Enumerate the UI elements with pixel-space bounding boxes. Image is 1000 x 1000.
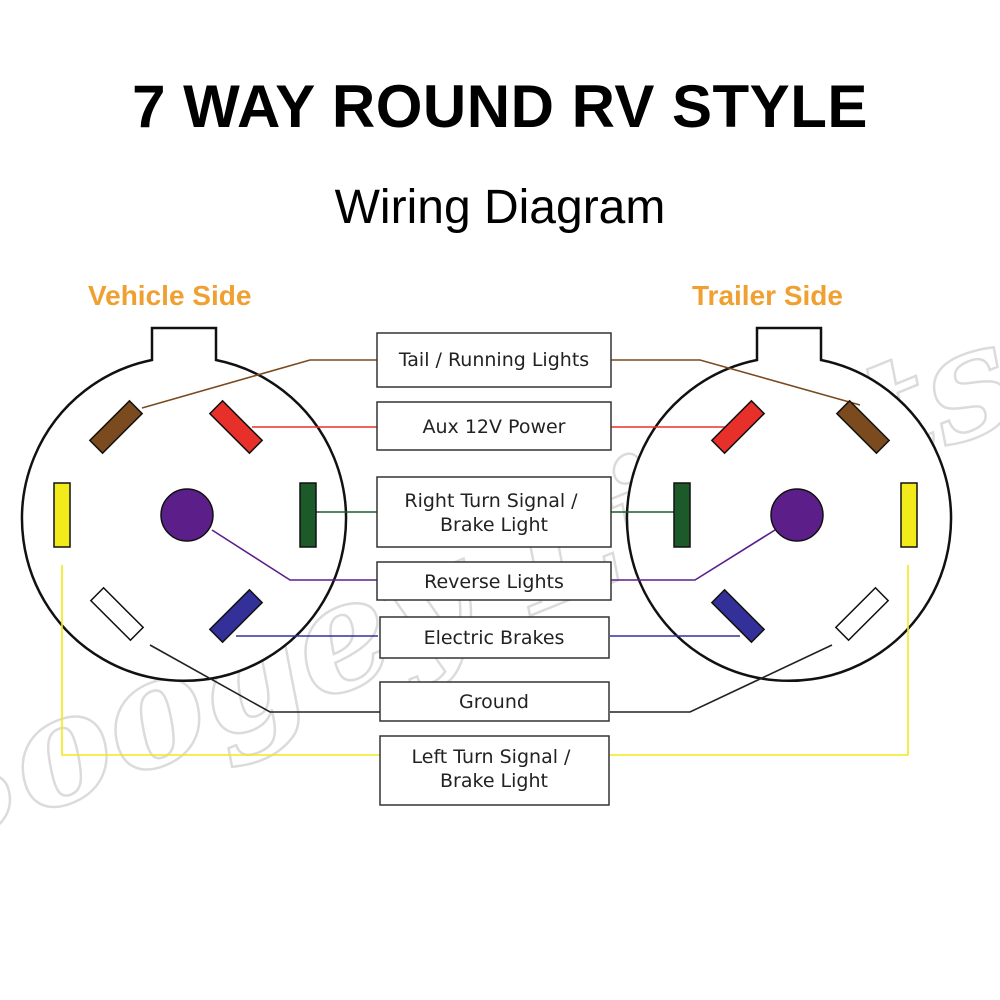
vehicle-pin-tail [88, 399, 144, 455]
circuit-label-tail: Tail / Running Lights [398, 349, 589, 371]
vehicle-pin-ground [89, 586, 145, 642]
wire-tail-vehicle [141, 359, 378, 409]
svg-text:Reverse Lights: Reverse Lights [424, 571, 564, 593]
svg-text:Left Turn Signal / Brake: Left Turn Signal / Brake Light [412, 746, 577, 792]
svg-text:Aux 12V Power: Aux 12V Power [423, 416, 566, 438]
circuit-label-aux: Aux 12V Power [423, 416, 566, 438]
trailer-side-label: Trailer Side [692, 280, 843, 311]
page-subtitle: Wiring Diagram [334, 181, 666, 234]
wire-reverse-vehicle [211, 529, 378, 581]
wire-ground-trailer [610, 644, 833, 713]
circuit-label-ground: Ground [459, 691, 529, 713]
circuit-label-right-turn-1: Right Turn Signal / [404, 490, 578, 512]
circuit-box-electric-brakes [379, 616, 610, 659]
circuit-box-right-turn [376, 476, 612, 548]
svg-text:Electric Brakes: Electric Brakes [424, 627, 565, 649]
wire-reverse-trailer [610, 529, 776, 581]
circuit-box-reverse [376, 561, 612, 601]
vehicle-pin-reverse [160, 488, 214, 542]
circuit-label-left-turn-2: Brake Light [440, 770, 548, 792]
circuit-box-left-turn [379, 735, 610, 806]
trailer-pin-left-turn [900, 482, 918, 548]
trailer-pin-electric-brakes [710, 588, 766, 644]
circuit-box-aux [376, 401, 612, 451]
circuit-label-electric-brakes: Electric Brakes [424, 627, 565, 649]
vehicle-pin-right-turn [299, 482, 317, 548]
svg-text:Right Turn Signal / Brak: Right Turn Signal / Brake Light [404, 490, 583, 536]
vehicle-side-label: Vehicle Side [88, 280, 252, 311]
trailer-pin-aux [710, 399, 766, 455]
svg-text:Tail / Running Lights: Tail / Running Lights [398, 349, 589, 371]
trailer-pin-tail [835, 399, 891, 455]
page-title: 7 WAY ROUND RV STYLE [132, 73, 868, 140]
vehicle-pin-electric-brakes [208, 588, 264, 644]
wire-left-turn-vehicle [61, 565, 380, 756]
trailer-pin-reverse [770, 488, 824, 542]
circuit-label-left-turn-1: Left Turn Signal / [412, 746, 572, 768]
vehicle-pin-aux [208, 399, 264, 455]
svg-text:Ground: Ground [459, 691, 529, 713]
trailer-pin-right-turn [673, 482, 691, 548]
wire-tail-trailer [610, 359, 861, 406]
wire-left-turn-trailer [610, 565, 909, 756]
circuit-label-right-turn-2: Brake Light [440, 514, 548, 536]
circuit-label-reverse: Reverse Lights [424, 571, 564, 593]
circuit-box-tail [376, 332, 612, 388]
vehicle-pin-left-turn [53, 482, 71, 548]
wire-ground-vehicle [149, 644, 380, 713]
circuit-box-ground [379, 681, 610, 722]
trailer-pin-ground [834, 586, 890, 642]
